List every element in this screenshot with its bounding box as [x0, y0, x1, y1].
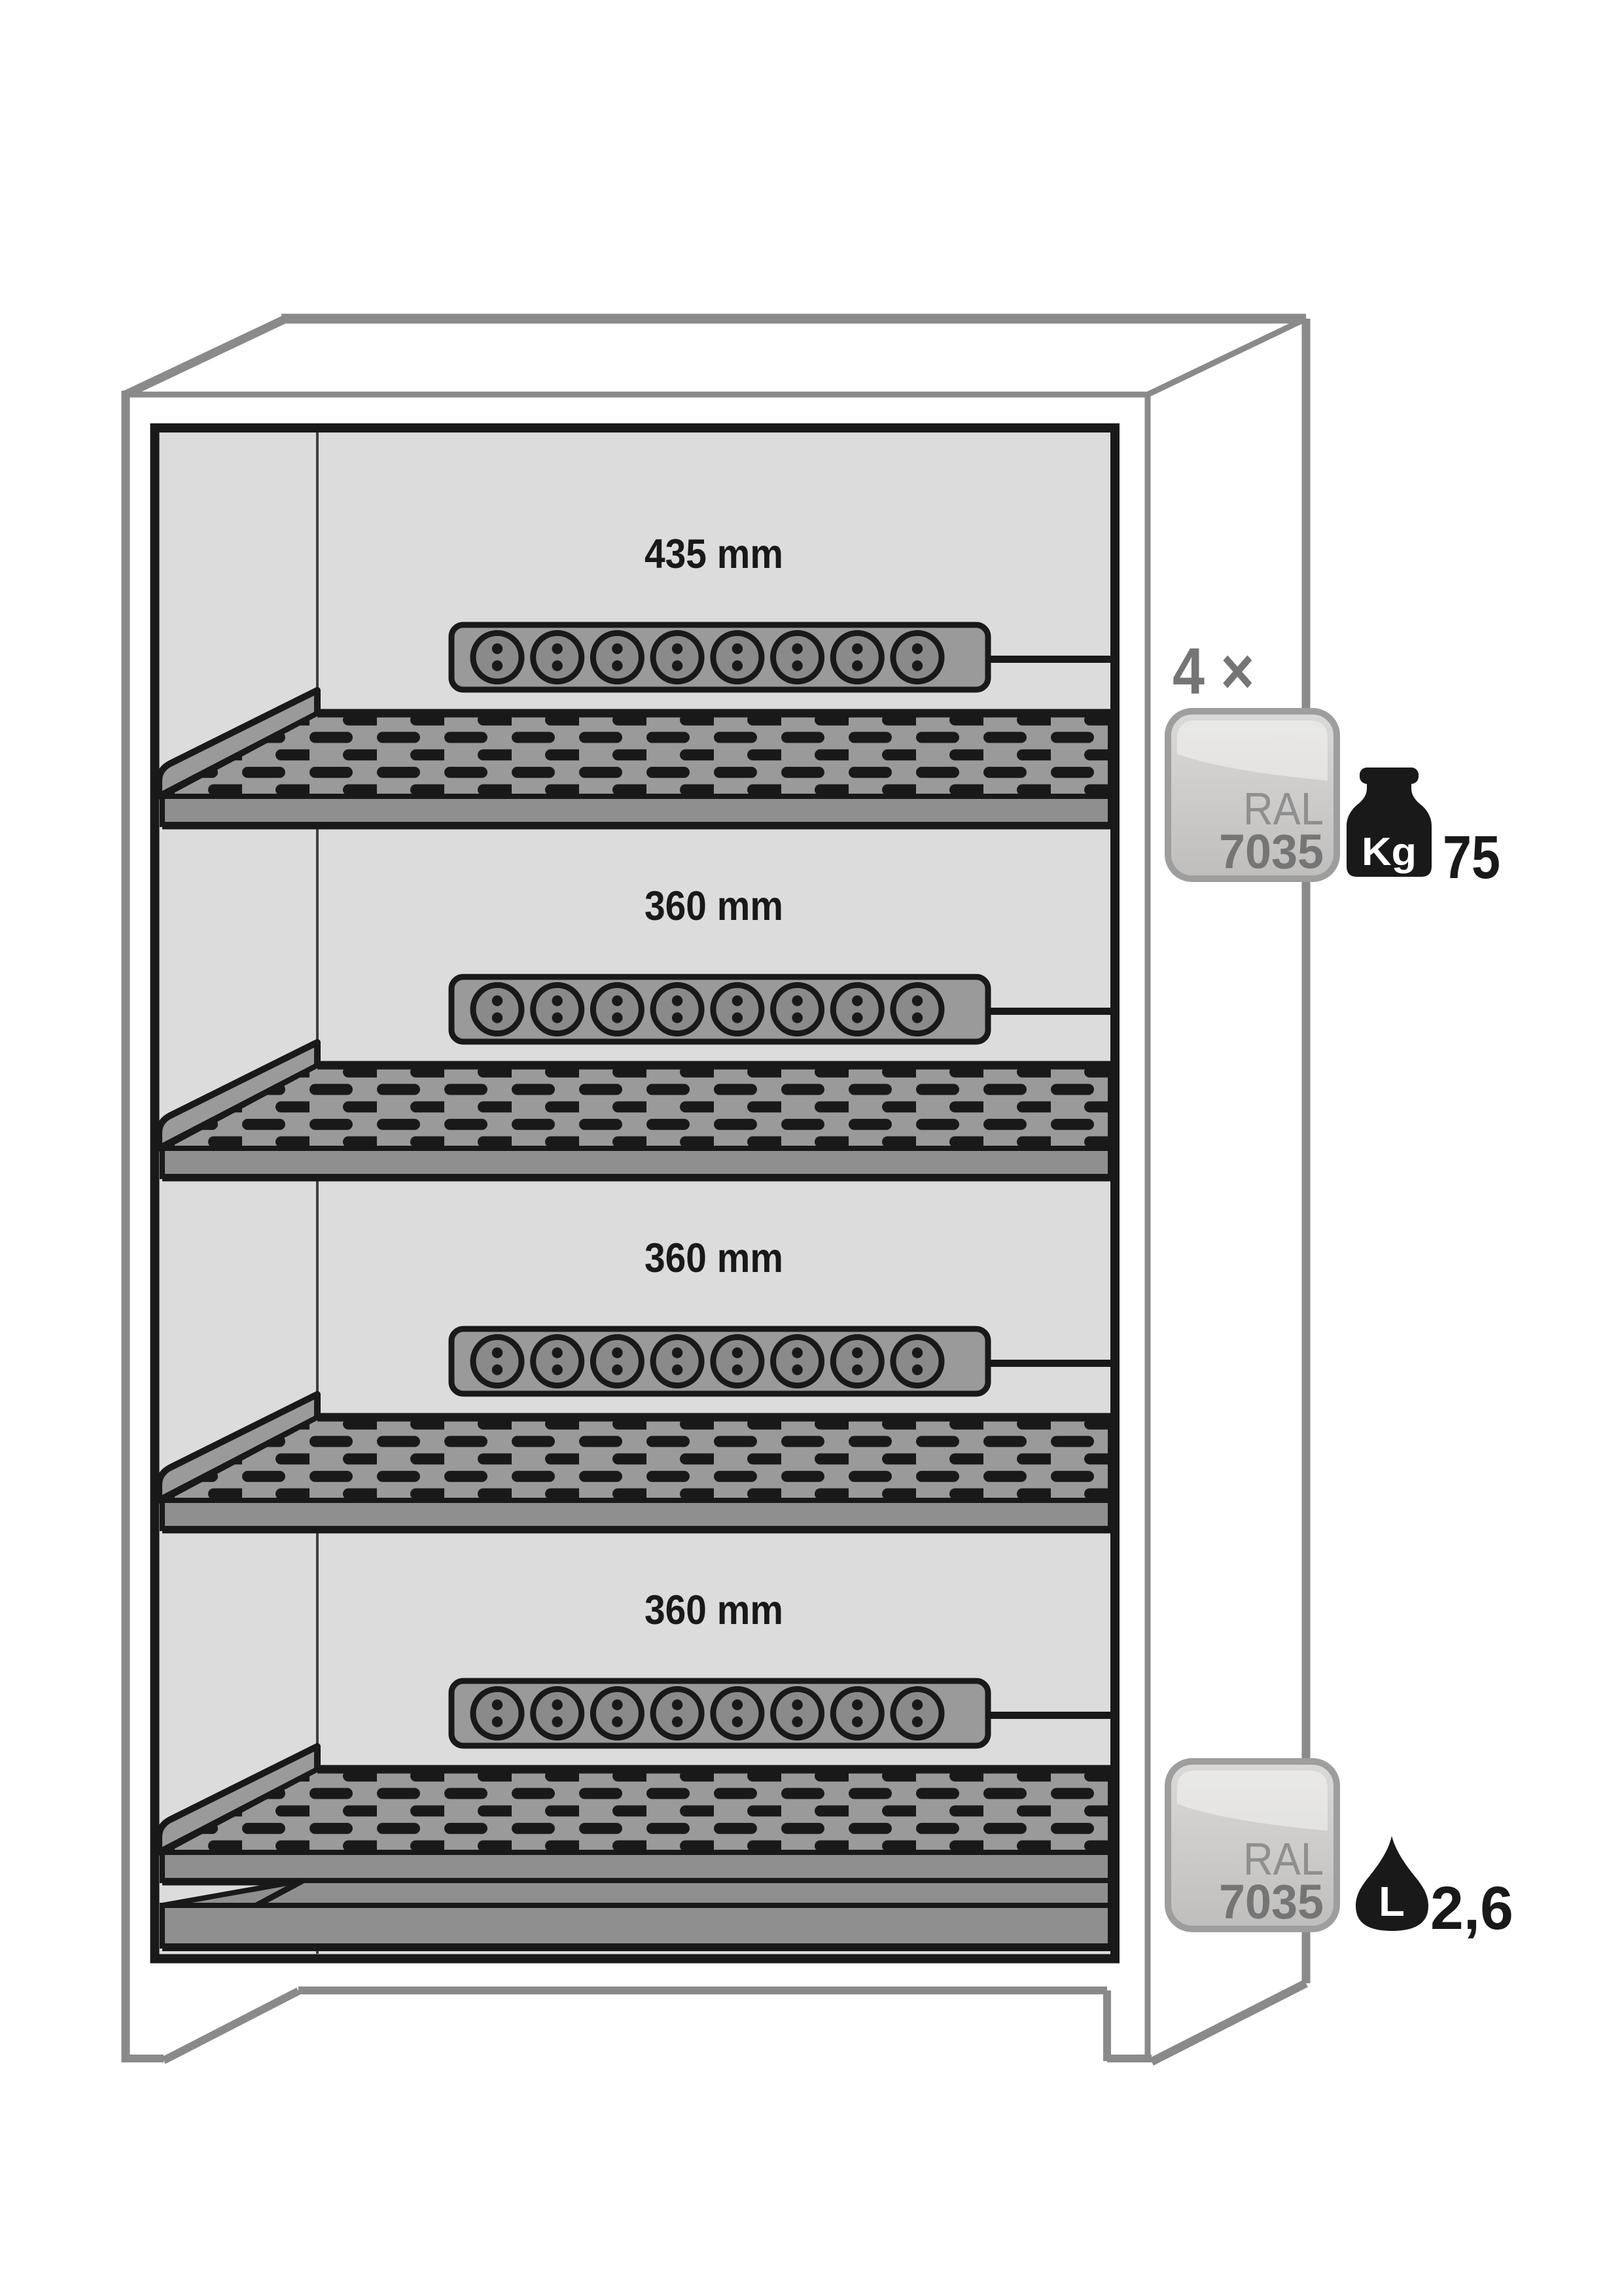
weight-icon: Kg	[1347, 768, 1432, 877]
shelf-4	[159, 1746, 1110, 1882]
ral-code-label-2: 7035	[1219, 1875, 1324, 1929]
interior-equipment: 435 mm 360 mm 360 mm 360 mm	[159, 531, 1113, 1951]
ral-code-label-1: 7035	[1219, 824, 1324, 879]
shelf-3	[159, 1394, 1110, 1530]
shelf-2	[159, 1042, 1110, 1178]
load-capacity-value: 75	[1443, 823, 1500, 891]
cabinet-outline	[121, 313, 1311, 2066]
load-capacity: Kg 75	[1347, 768, 1500, 891]
annotations: 4 × RAL 7035 Kg 75 RAL 7035 L	[1168, 635, 1513, 1942]
ral-standard-label-1: RAL	[1243, 783, 1324, 834]
ral-badge-1: RAL 7035	[1168, 711, 1337, 879]
compartment-height-label-1: 435 mm	[644, 531, 783, 577]
compartment-height-label-3: 360 mm	[644, 1235, 783, 1281]
weight-unit-label: Kg	[1362, 830, 1417, 874]
spill-sump	[160, 1878, 1113, 1951]
sump-volume-value: 2,6	[1430, 1874, 1513, 1942]
volume-unit-label: L	[1379, 1878, 1405, 1925]
ral-badge-2: RAL 7035	[1168, 1761, 1337, 1929]
cabinet-feet	[126, 1987, 1152, 2064]
ral-standard-label-2: RAL	[1243, 1833, 1324, 1884]
compartment-height-label-2: 360 mm	[644, 883, 783, 929]
volume-drop-icon: L	[1356, 1836, 1428, 1931]
sump-volume: L 2,6	[1356, 1836, 1513, 1942]
cabinet-top-face	[126, 319, 1306, 395]
shelf-1	[159, 690, 1110, 826]
quantity-label: 4 ×	[1173, 635, 1254, 708]
compartment-height-label-4: 360 mm	[644, 1587, 783, 1633]
